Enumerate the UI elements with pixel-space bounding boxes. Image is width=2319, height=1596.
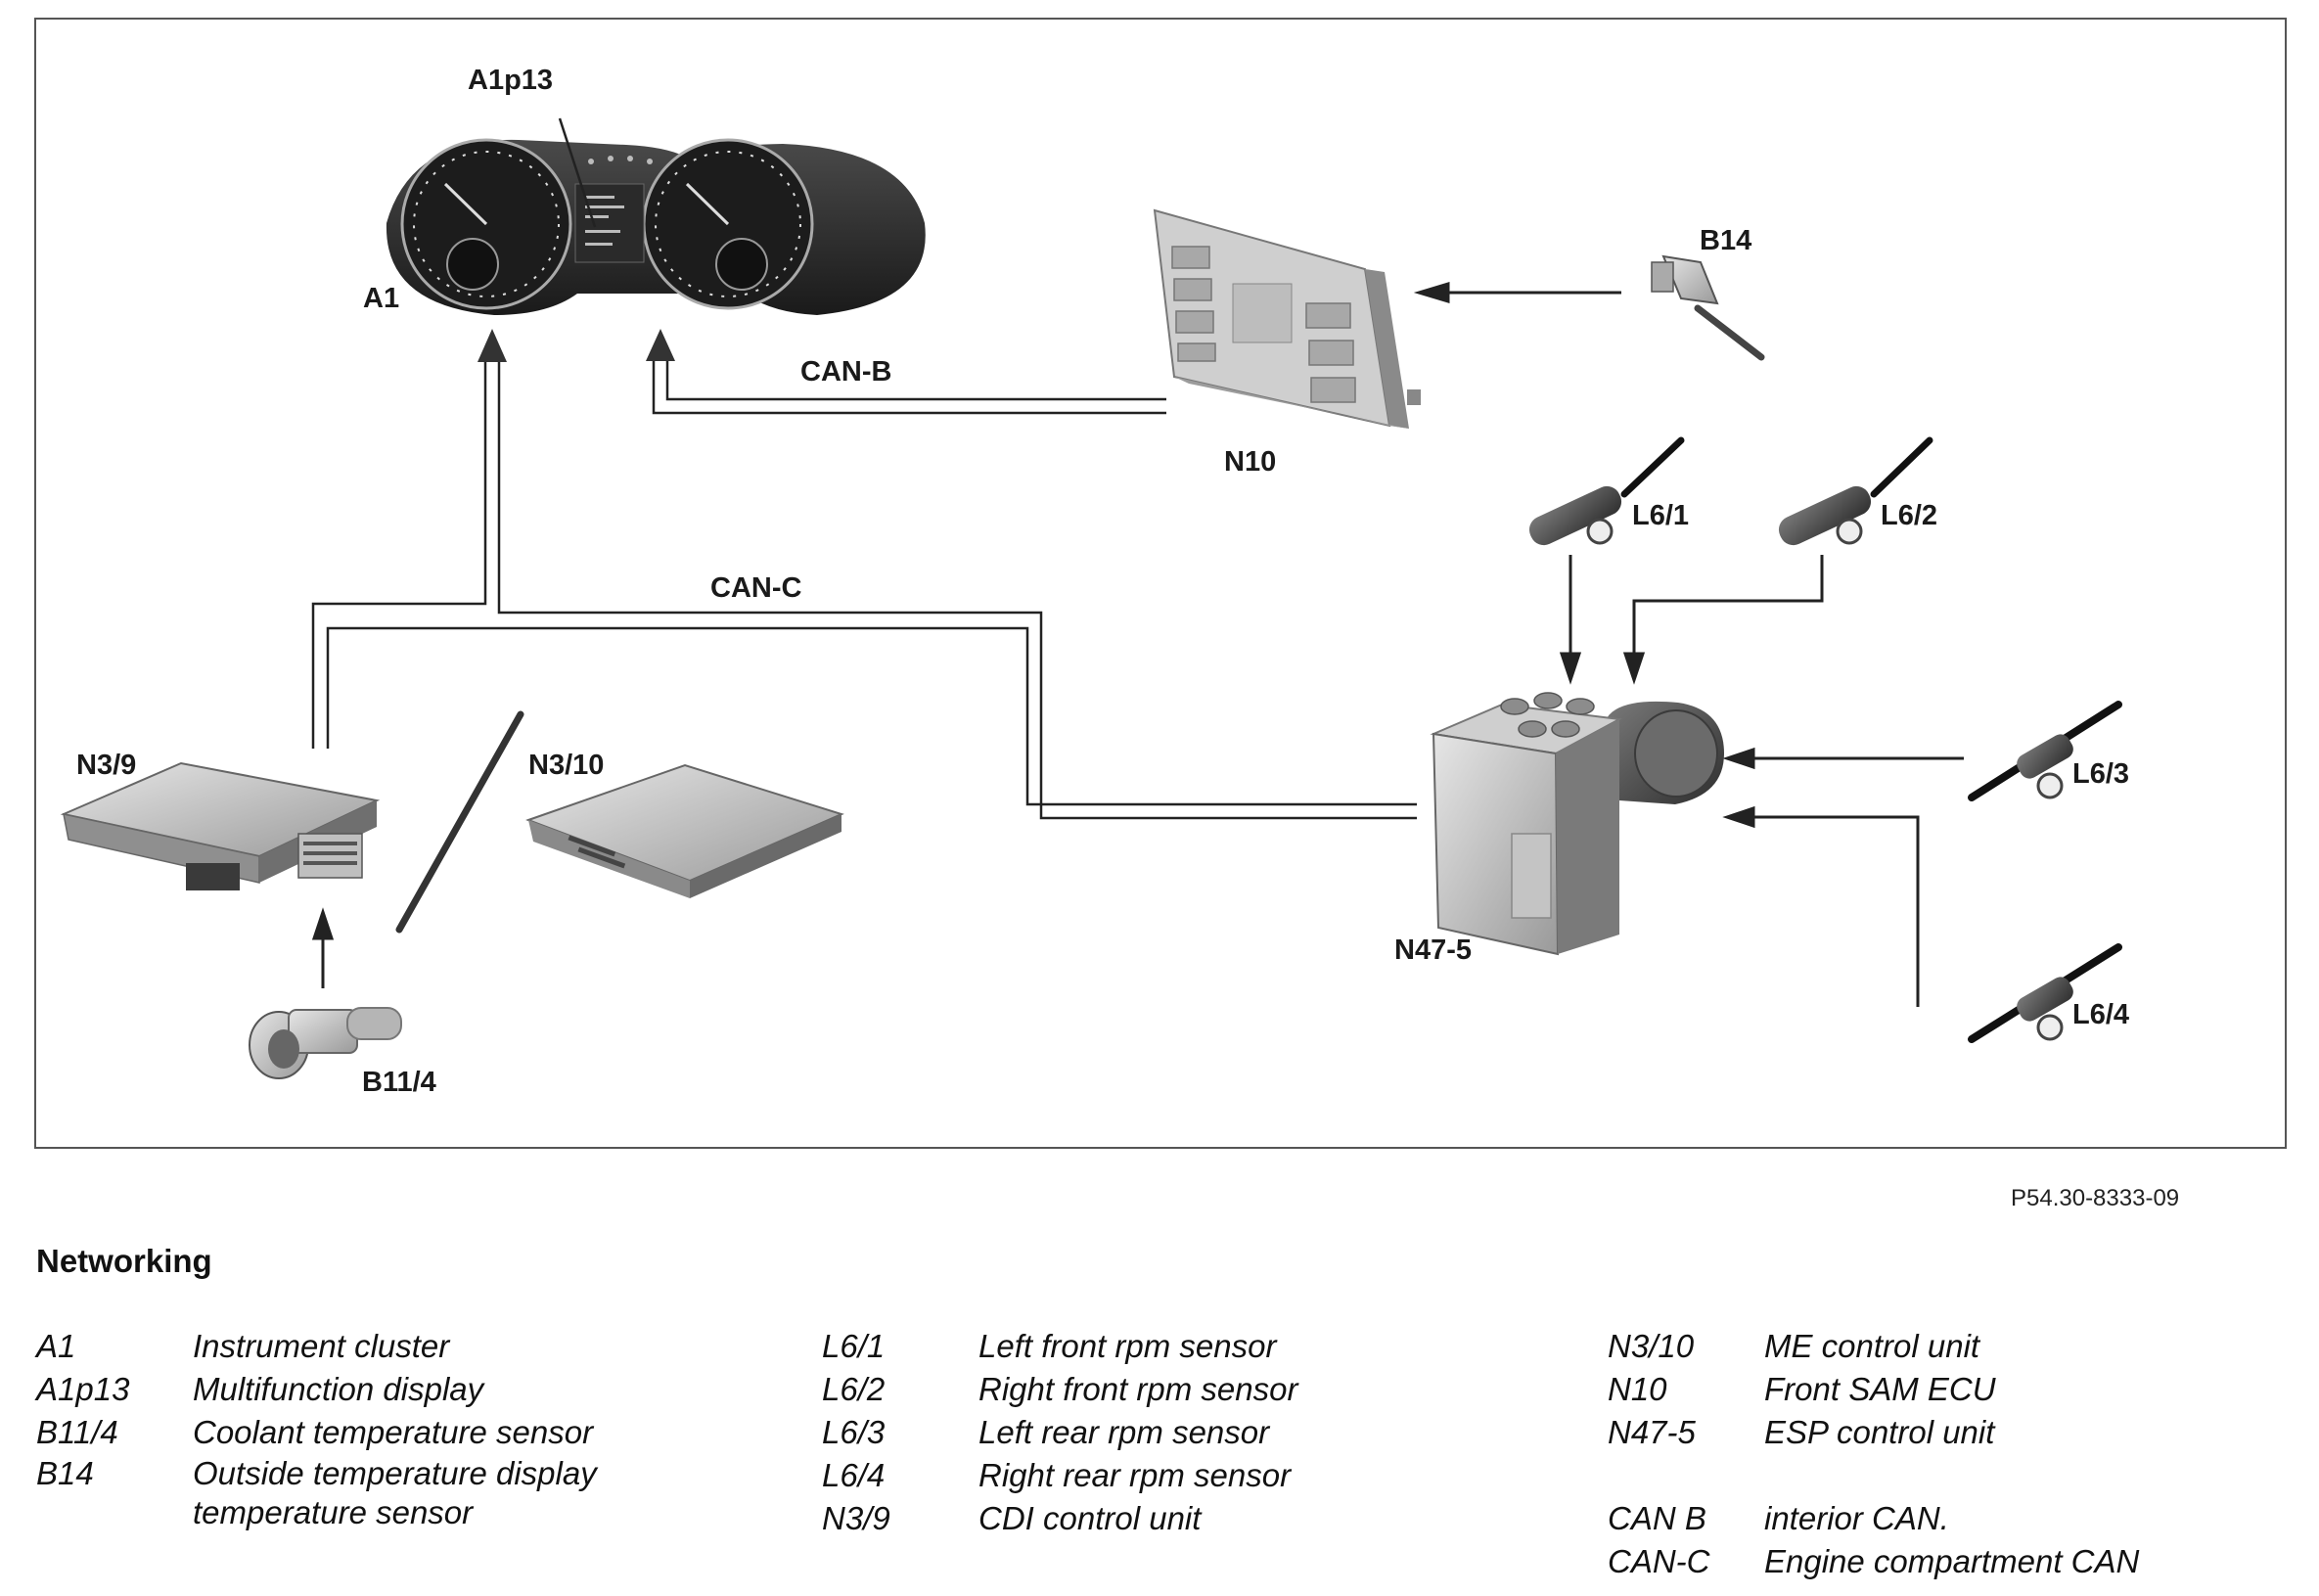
legend-desc: ME control unit — [1764, 1328, 1980, 1364]
legend-code: A1 — [36, 1328, 76, 1364]
legend-code: N47-5 — [1608, 1414, 1696, 1450]
right-rear-rpm-sensor-icon — [1968, 943, 2122, 1043]
diagram-frame — [34, 18, 2287, 1149]
legend-code: CAN B — [1608, 1500, 1706, 1536]
legend-code: N10 — [1608, 1371, 1667, 1407]
legend-desc: Left front rpm sensor — [978, 1328, 1277, 1364]
legend-title: Networking — [36, 1243, 212, 1279]
legend-desc: Multifunction display — [193, 1371, 484, 1407]
legend-desc: Right rear rpm sensor — [978, 1457, 1292, 1493]
label-n47-5: N47-5 — [1394, 935, 1472, 966]
can-c-bus — [311, 359, 1417, 820]
label-l6-4: L6/4 — [2072, 999, 2129, 1030]
label-a1: A1 — [363, 283, 399, 314]
label-n3-10: N3/10 — [528, 750, 604, 781]
legend-desc: interior CAN. — [1764, 1500, 1949, 1536]
legend-desc: Outside temperature display temperature … — [193, 1455, 597, 1530]
a1p13-leader — [558, 117, 597, 228]
label-l6-3: L6/3 — [2072, 758, 2129, 790]
label-l6-1: L6/1 — [1632, 500, 1689, 531]
left-front-rpm-sensor-icon — [1528, 436, 1685, 546]
esp-control-unit-icon — [1430, 692, 1724, 956]
legend-desc: Left rear rpm sensor — [978, 1414, 1270, 1450]
front-sam-ecu-icon — [1153, 208, 1421, 429]
label-n10: N10 — [1224, 446, 1276, 478]
label-b11-4: B11/4 — [362, 1067, 436, 1098]
legend-code: A1p13 — [36, 1371, 130, 1407]
legend-code: N3/9 — [822, 1500, 890, 1536]
can-c-arrowhead — [477, 329, 507, 362]
left-rear-rpm-sensor-icon — [1968, 701, 2122, 801]
legend-code: B11/4 — [36, 1414, 118, 1450]
me-control-unit-icon — [525, 763, 844, 898]
legend-code: L6/3 — [822, 1414, 886, 1450]
legend-code: L6/4 — [822, 1457, 886, 1493]
legend-desc: Right front rpm sensor — [978, 1371, 1298, 1407]
legend-desc: Coolant temperature sensor — [193, 1414, 594, 1450]
signal-arrows — [311, 281, 1964, 1007]
label-l6-2: L6/2 — [1881, 500, 1937, 531]
legend-desc: Instrument cluster — [193, 1328, 450, 1364]
cdi-control-unit-icon — [60, 761, 381, 890]
legend-desc: ESP control unit — [1764, 1414, 1995, 1450]
instrument-cluster-icon — [386, 138, 926, 315]
can-b-bus — [652, 358, 1166, 415]
divider-slash — [395, 710, 524, 934]
can-b-arrowhead — [646, 329, 675, 361]
legend-code: L6/2 — [822, 1371, 886, 1407]
legend-code: N3/10 — [1608, 1328, 1695, 1364]
legend-desc: Engine compartment CAN — [1764, 1543, 2140, 1579]
label-b14: B14 — [1700, 225, 1751, 256]
label-n3-9: N3/9 — [76, 750, 136, 781]
label-can-c: CAN-C — [710, 572, 801, 604]
outside-temp-sensor-icon — [1651, 254, 1765, 361]
document-id: P54.30-8333-09 — [2011, 1185, 2180, 1211]
legend-code: CAN-C — [1608, 1543, 1710, 1579]
legend-desc: CDI control unit — [978, 1500, 1202, 1536]
coolant-temp-sensor-icon — [249, 1007, 402, 1079]
label-a1p13: A1p13 — [468, 65, 553, 96]
label-can-b: CAN-B — [800, 356, 891, 388]
right-front-rpm-sensor-icon — [1778, 436, 1933, 546]
legend-desc: Front SAM ECU — [1764, 1371, 1996, 1407]
legend-code: L6/1 — [822, 1328, 886, 1364]
legend-code: B14 — [36, 1455, 94, 1491]
